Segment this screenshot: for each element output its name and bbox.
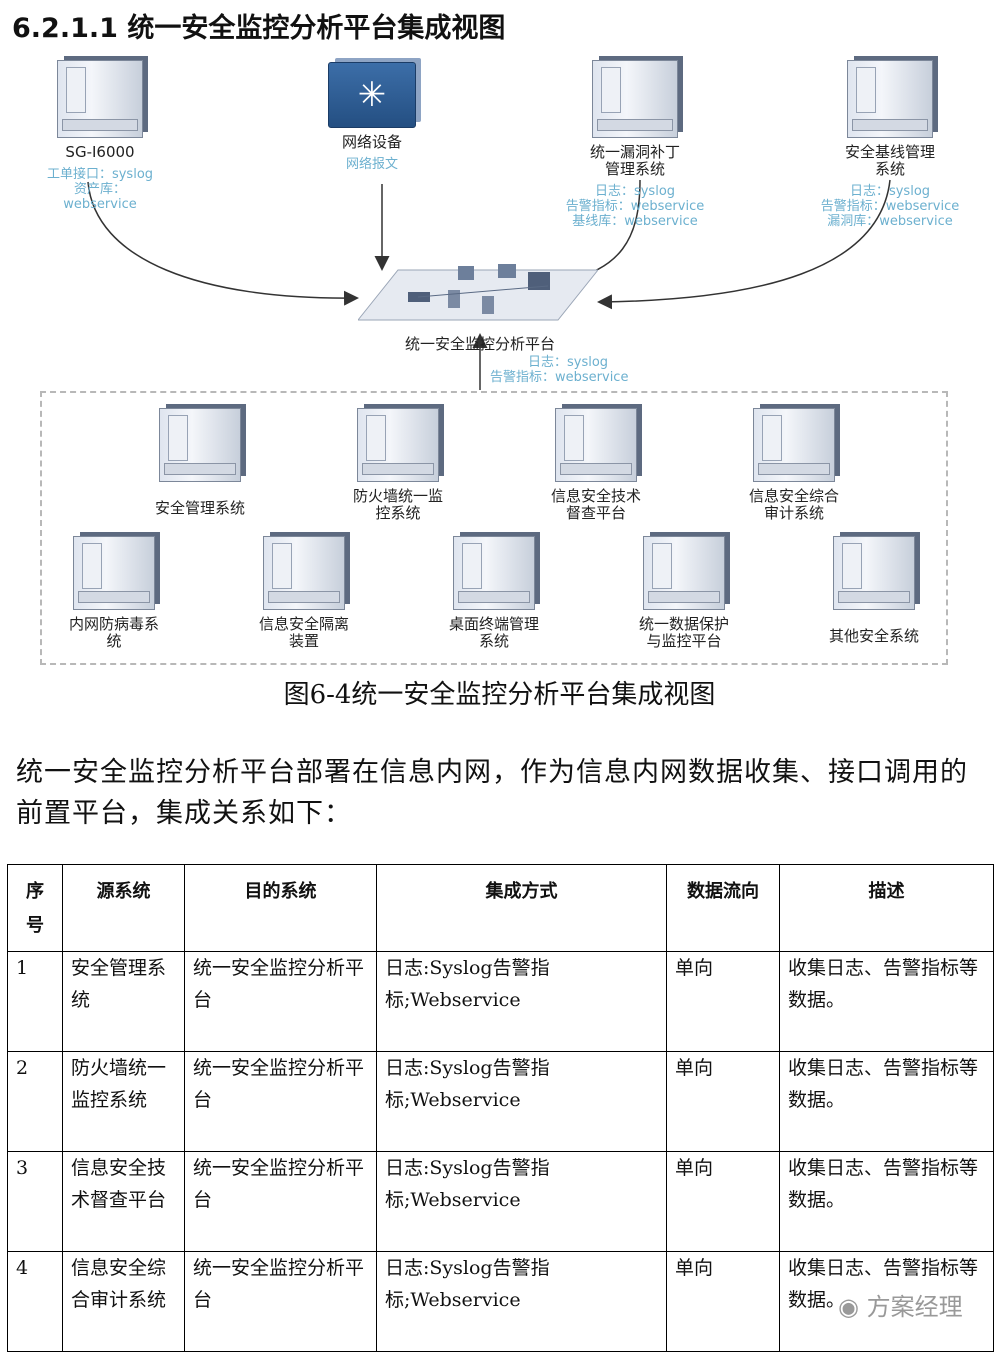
- table-row: 2 防火墙统一监控系统 统一安全监控分析平台 日志:Syslog告警指标;Web…: [7, 1051, 994, 1152]
- cell-index: 2: [7, 1051, 63, 1152]
- node-label: 内网防病毒系 统: [68, 615, 159, 650]
- platform-icon: [356, 264, 600, 321]
- server-icon: [833, 536, 915, 610]
- node-vuln-patch: 统一漏洞补丁 管理系统 日志：syslog 告警指标：webservice 基线…: [560, 60, 710, 229]
- node-label: 信息安全技术 督查平台: [550, 487, 641, 522]
- table-row: 3 信息安全技术督查平台 统一安全监控分析平台 日志:Syslog告警指标;We…: [7, 1151, 994, 1252]
- node-supervision: 信息安全技术 督查平台: [526, 408, 666, 522]
- server-icon: [263, 536, 345, 610]
- platform-label: 统一安全监控分析平台: [404, 335, 555, 353]
- cell-method: 日志:Syslog告警指标;Webservice: [376, 951, 667, 1052]
- arrow-baseline: [597, 179, 891, 310]
- figure-caption: 图6-4统一安全监控分析平台集成视图: [283, 680, 716, 710]
- node-label: 信息安全隔离 装置: [258, 615, 349, 650]
- header-index: 序 号: [7, 864, 63, 952]
- security-systems-group: [40, 391, 948, 665]
- node-isolation: 信息安全隔离 装置: [234, 536, 374, 650]
- watermark-text: 方案经理: [866, 1293, 963, 1321]
- node-other-security: 其他安全系统: [804, 536, 944, 645]
- cell-index: 4: [7, 1251, 63, 1352]
- platform-text: 统一安全监控分析平台: [360, 336, 600, 353]
- node-sg-i6000: SG-I6000 工单接口：syslog 资产库：webservice: [40, 60, 160, 212]
- router-icon: ✳: [328, 62, 416, 128]
- cell-target: 统一安全监控分析平台: [184, 951, 377, 1052]
- node-label: 桌面终端管理 系统: [448, 615, 539, 650]
- node-antivirus: 内网防病毒系 统: [44, 536, 184, 650]
- server-icon: [555, 408, 637, 482]
- cell-method: 日志:Syslog告警指标;Webservice: [376, 1251, 667, 1352]
- cell-description: 收集日志、告警指标等数据。: [779, 1051, 994, 1152]
- server-icon: [73, 536, 155, 610]
- cell-source: 安全管理系统: [62, 951, 185, 1052]
- platform-node: [356, 262, 600, 328]
- cell-direction: 单向: [666, 1051, 780, 1152]
- header-target: 目的系统: [184, 864, 377, 952]
- diagram-arrows: [87, 179, 891, 390]
- node-label: 防火墙统一监 控系统: [352, 487, 443, 522]
- node-security-mgmt: 安全管理系统: [130, 408, 270, 517]
- wechat-icon: ◉: [838, 1293, 859, 1321]
- header-direction: 数据流向: [666, 864, 780, 952]
- node-data-protection: 统一数据保护 与监控平台: [614, 536, 754, 650]
- cell-target: 统一安全监控分析平台: [184, 1251, 377, 1352]
- integration-diagram: SG-I6000 工单接口：syslog 资产库：webservice ✳ 网络…: [0, 50, 999, 670]
- cell-description: 收集日志、告警指标等数据。: [779, 1251, 994, 1352]
- server-icon: [159, 408, 241, 482]
- cell-index: 3: [7, 1151, 63, 1252]
- table-row: 4 信息安全综合审计系统 统一安全监控分析平台 日志:Syslog告警指标;We…: [7, 1251, 994, 1352]
- cell-index: 1: [7, 951, 63, 1052]
- table-header-row: 序 号 源系统 目的系统 集成方式 数据流向 描述: [7, 864, 994, 952]
- node-label: 网络设备: [341, 133, 402, 151]
- server-icon: [453, 536, 535, 610]
- server-icon: [592, 60, 678, 138]
- node-desktop-terminal: 桌面终端管理 系统: [424, 536, 564, 650]
- node-proto: 网络报文: [345, 157, 398, 172]
- server-icon: [357, 408, 439, 482]
- server-icon: [753, 408, 835, 482]
- cell-direction: 单向: [666, 1151, 780, 1252]
- server-icon: [643, 536, 725, 610]
- cell-description: 收集日志、告警指标等数据。: [779, 951, 994, 1052]
- platform-proto: 日志：syslog 告警指标：webservice: [490, 355, 629, 385]
- header-method: 集成方式: [376, 864, 667, 952]
- server-icon: [57, 60, 143, 138]
- watermark: ◉ 方案经理: [838, 1287, 963, 1322]
- table-row: 1 安全管理系统 统一安全监控分析平台 日志:Syslog告警指标;Webser…: [7, 951, 994, 1052]
- node-network-device: ✳ 网络设备 网络报文: [312, 62, 432, 172]
- node-proto: 工单接口：syslog 资产库：webservice: [46, 167, 154, 212]
- body-paragraph: 统一安全监控分析平台部署在信息内网，作为信息内网数据收集、接口调用的前置平台，集…: [16, 757, 968, 829]
- cell-source: 信息安全技术督查平台: [62, 1151, 185, 1252]
- node-proto: 日志：syslog 告警指标：webservice 漏洞库：webservice: [820, 184, 960, 229]
- node-label: 其他安全系统: [828, 627, 919, 645]
- node-label: 统一漏洞补丁 管理系统: [589, 143, 680, 178]
- node-label: SG-I6000: [65, 143, 135, 161]
- section-title: 6.2.1.1 统一安全监控分析平台集成视图: [12, 13, 506, 44]
- cell-method: 日志:Syslog告警指标;Webservice: [376, 1151, 667, 1252]
- node-label: 安全基线管理 系统: [844, 143, 935, 178]
- cell-source: 信息安全综合审计系统: [62, 1251, 185, 1352]
- cell-description: 收集日志、告警指标等数据。: [779, 1151, 994, 1252]
- node-label: 统一数据保护 与监控平台: [638, 615, 729, 650]
- node-proto: 日志：syslog 告警指标：webservice 基线库：webservice: [565, 184, 705, 229]
- header-description: 描述: [779, 864, 994, 952]
- cell-direction: 单向: [666, 1251, 780, 1352]
- integration-table: 序 号 源系统 目的系统 集成方式 数据流向 描述 1 安全管理系统 统一安全监…: [7, 864, 994, 1352]
- cell-source: 防火墙统一监控系统: [62, 1051, 185, 1152]
- cell-target: 统一安全监控分析平台: [184, 1151, 377, 1252]
- node-label: 安全管理系统: [154, 499, 245, 517]
- node-baseline: 安全基线管理 系统 日志：syslog 告警指标：webservice 漏洞库：…: [800, 60, 980, 229]
- server-icon: [847, 60, 933, 138]
- node-audit: 信息安全综合 审计系统: [724, 408, 864, 522]
- cell-direction: 单向: [666, 951, 780, 1052]
- cell-target: 统一安全监控分析平台: [184, 1051, 377, 1152]
- header-source: 源系统: [62, 864, 185, 952]
- arrow-sg-i6000: [87, 181, 359, 306]
- node-label: 信息安全综合 审计系统: [748, 487, 839, 522]
- cell-method: 日志:Syslog告警指标;Webservice: [376, 1051, 667, 1152]
- node-firewall-monitor: 防火墙统一监 控系统: [328, 408, 468, 522]
